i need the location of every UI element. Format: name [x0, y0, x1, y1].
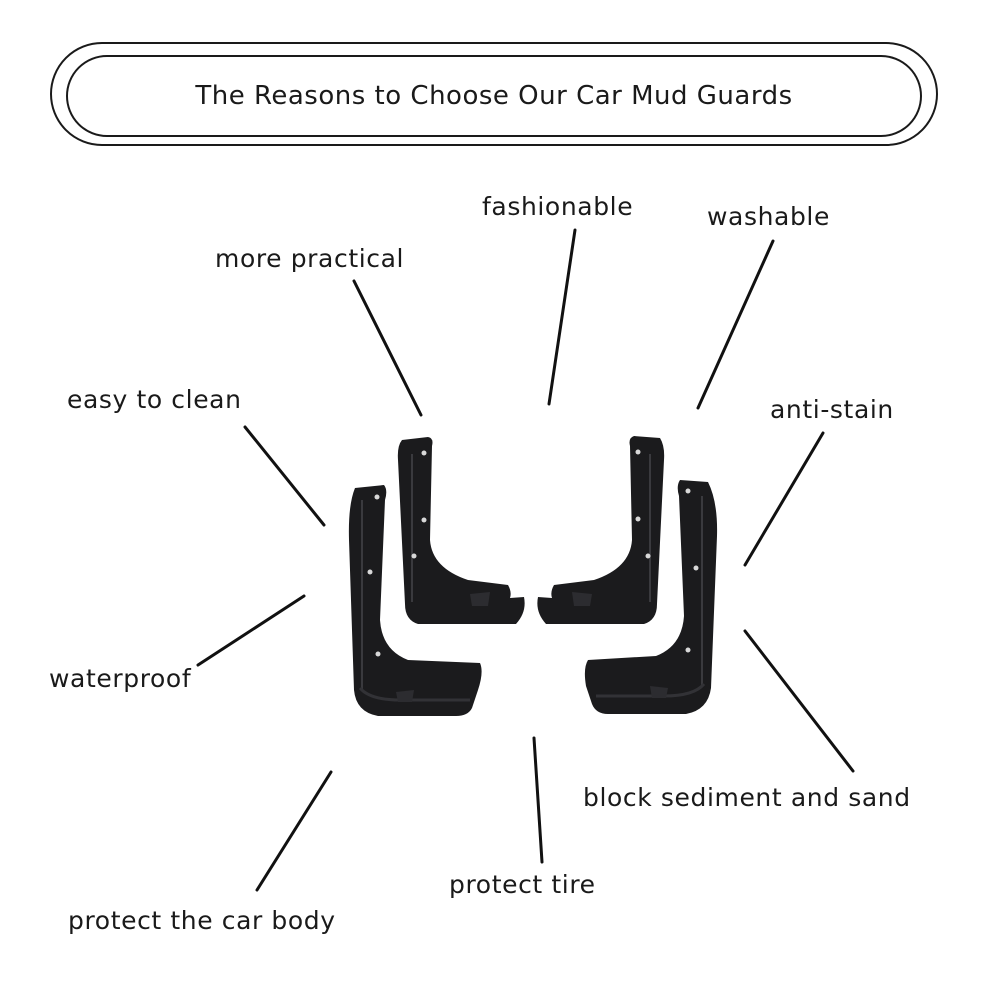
label-protect-the-car-body: protect the car body — [68, 906, 336, 935]
label-more-practical: more practical — [215, 244, 405, 273]
pointer-line-anti-stain — [743, 431, 825, 567]
label-protect-tire: protect tire — [449, 870, 596, 899]
page-title: The Reasons to Choose Our Car Mud Guards — [195, 81, 793, 111]
pointer-line-washable — [696, 239, 775, 410]
title-banner-outer-frame — [50, 42, 938, 146]
mud-guard-front-right — [584, 480, 718, 714]
label-fashionable: fashionable — [482, 192, 634, 221]
pointer-line-protect-body — [255, 770, 333, 892]
label-waterproof: waterproof — [49, 664, 192, 693]
title-banner: The Reasons to Choose Our Car Mud Guards — [66, 55, 922, 137]
pointer-line-waterproof — [196, 594, 306, 667]
pointer-line-block-sediment — [743, 629, 855, 773]
label-block-sediment-and-sand: block sediment and sand — [583, 783, 911, 812]
mud-guard-rear-left — [397, 437, 525, 624]
mud-guard-rear-right — [537, 436, 665, 624]
pointer-lines — [196, 228, 855, 892]
label-anti-stain: anti-stain — [770, 395, 894, 424]
mud-guard-front-left — [348, 485, 482, 716]
pointer-line-easy-to-clean — [243, 425, 326, 527]
label-washable: washable — [707, 202, 830, 231]
pointer-line-more-practical — [352, 279, 423, 417]
label-easy-to-clean: easy to clean — [67, 385, 242, 414]
pointer-line-protect-tire — [532, 736, 544, 864]
pointer-line-fashionable — [547, 228, 577, 406]
